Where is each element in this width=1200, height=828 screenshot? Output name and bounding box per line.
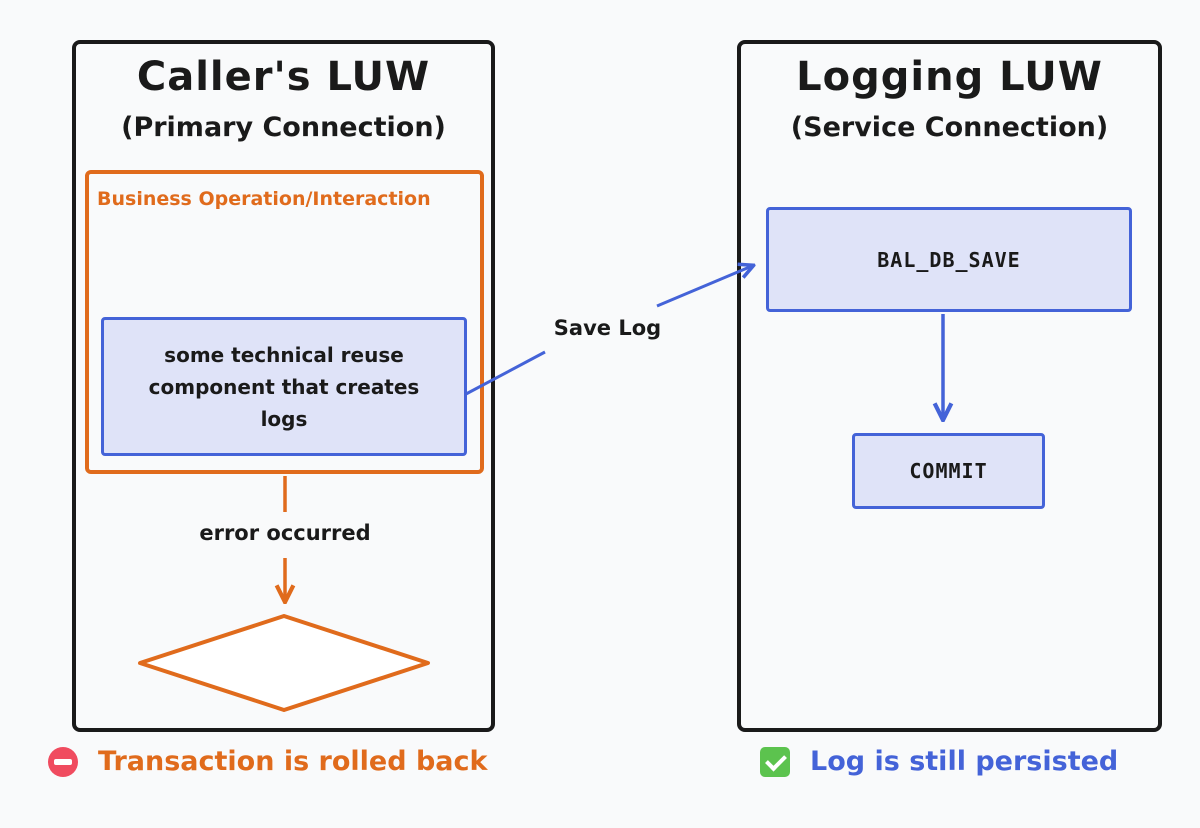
business-operation-box: Business Operation/Interaction bbox=[85, 170, 484, 474]
commit-box: COMMIT bbox=[852, 433, 1045, 509]
footer-right-text: Log is still persisted bbox=[810, 746, 1119, 777]
callers-luw-subtitle: (Primary Connection) bbox=[121, 112, 446, 143]
footer-left: Transaction is rolled back bbox=[48, 746, 487, 777]
check-mark-icon bbox=[760, 746, 790, 777]
save-log-label: Save Log bbox=[553, 316, 662, 340]
logging-luw-subtitle: (Service Connection) bbox=[790, 112, 1109, 143]
technical-component-box: some technical reuse component that crea… bbox=[101, 317, 467, 456]
logging-luw-title: Logging LUW bbox=[796, 54, 1103, 100]
footer-left-text: Transaction is rolled back bbox=[98, 746, 488, 777]
logging-luw-panel: Logging LUW (Service Connection) bbox=[737, 40, 1162, 732]
technical-component-text: some technical reuse component that crea… bbox=[148, 342, 420, 431]
bal-db-save-text: BAL_DB_SAVE bbox=[877, 247, 1021, 272]
no-entry-icon bbox=[48, 746, 78, 777]
footer-right: Log is still persisted bbox=[760, 746, 1118, 777]
rollback-label: ROLLBACK bbox=[212, 648, 358, 674]
callers-luw-title: Caller's LUW bbox=[136, 54, 431, 100]
commit-text: COMMIT bbox=[909, 459, 988, 483]
error-occurred-label: error occurred bbox=[199, 521, 371, 545]
business-operation-label: Business Operation/Interaction bbox=[97, 188, 431, 210]
bal-db-save-box: BAL_DB_SAVE bbox=[766, 207, 1132, 312]
